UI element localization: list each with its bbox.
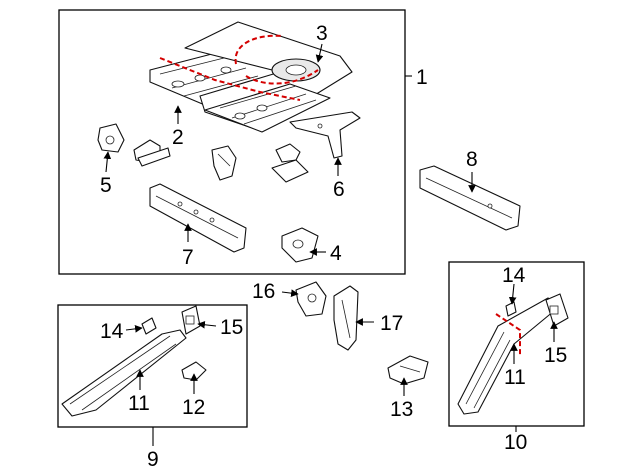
callout-6: 6 [333, 178, 345, 201]
cut-line-floor-b [234, 34, 283, 65]
rail-7[interactable] [149, 183, 247, 253]
callout-15-right: 15 [544, 344, 567, 367]
bracket-4[interactable] [281, 227, 319, 263]
callout-2: 2 [172, 126, 184, 149]
callout-5: 5 [100, 174, 112, 197]
pillar-17[interactable] [333, 285, 359, 351]
side-rail-11-left[interactable] [61, 329, 187, 417]
callout-11-right: 11 [504, 366, 526, 389]
callout-8: 8 [466, 148, 478, 171]
cut-line-floor-a [159, 57, 301, 101]
bracket-14-right[interactable] [505, 301, 517, 317]
callout-7: 7 [182, 246, 194, 269]
cut-line-floor-c [245, 69, 319, 85]
rail-8[interactable] [419, 165, 521, 231]
callout-11-left: 11 [128, 392, 150, 415]
bracket-small-c[interactable] [271, 143, 309, 183]
callout-12: 12 [182, 396, 205, 419]
bracket-15-left[interactable] [181, 305, 201, 335]
bracket-16[interactable] [295, 281, 327, 317]
callout-14-left: 14 [100, 320, 124, 343]
callout-16: 16 [252, 280, 275, 303]
callout-14-right: 14 [502, 264, 526, 287]
bracket-small-b[interactable] [211, 145, 237, 181]
bracket-small-a[interactable] [133, 139, 171, 167]
callout-9: 9 [147, 448, 159, 471]
callout-1: 1 [416, 66, 428, 89]
bracket-14-left[interactable] [141, 317, 157, 335]
leaders [103, 43, 558, 446]
callout-15-left: 15 [220, 316, 243, 339]
callout-3: 3 [316, 22, 328, 45]
bracket-15-right[interactable] [545, 293, 569, 327]
callout-17: 17 [380, 312, 403, 335]
callout-13: 13 [390, 398, 413, 421]
bracket-13[interactable] [387, 355, 429, 385]
rear-crossmember-bracket[interactable] [289, 111, 361, 159]
bracket-12[interactable] [181, 361, 207, 381]
cut-line-rail [495, 313, 521, 356]
group-box-1 [58, 9, 406, 275]
callout-4: 4 [330, 242, 342, 265]
bracket-5[interactable] [97, 123, 125, 153]
callout-10: 10 [504, 431, 527, 454]
